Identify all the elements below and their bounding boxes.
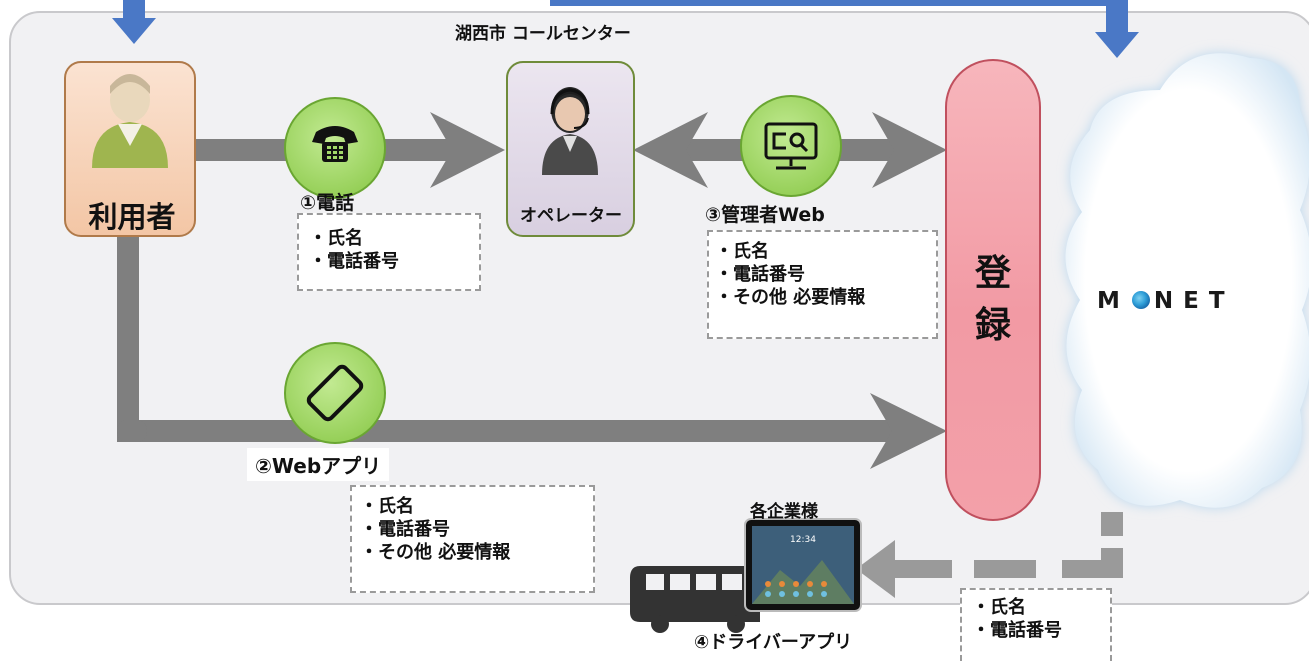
- register-label: 登 録: [946, 248, 1040, 352]
- operator-headset-icon: [542, 87, 598, 175]
- monitor-search-icon: [764, 122, 818, 170]
- register-char-1: 登: [974, 253, 1011, 294]
- field-item: ・電話番号: [972, 620, 1062, 642]
- user-icon: [92, 74, 168, 168]
- admin-channel-label: ③管理者Web: [705, 204, 825, 226]
- field-item: ・氏名: [972, 597, 1026, 618]
- monet-logo-rest: NET: [1153, 288, 1235, 314]
- field-item: ・氏名: [360, 496, 414, 517]
- page-title: 湖西市 コールセンター: [455, 24, 631, 44]
- operator-label: オペレーター: [520, 206, 622, 226]
- register-char-2: 録: [974, 305, 1011, 347]
- cloud-icon: [1065, 53, 1309, 508]
- admin-fields-box: ・氏名 ・電話番号 ・その他 必要情報: [707, 230, 938, 339]
- webapp-circle: [284, 342, 386, 444]
- dashed-arrow: [856, 512, 1123, 598]
- phone-fields-box: ・氏名 ・電話番号: [297, 213, 481, 291]
- tablet-time: 12:34: [790, 535, 816, 545]
- field-item: ・その他 必要情報: [715, 287, 866, 309]
- monet-logo-m: M: [1097, 288, 1130, 314]
- driver-fields-box: ・氏名 ・電話番号: [960, 588, 1112, 661]
- phone-channel-label: ①電話: [300, 192, 355, 214]
- webapp-channel-label: ②Webアプリ: [247, 448, 390, 481]
- field-item: ・電話番号: [309, 251, 399, 273]
- blue-connector: [112, 0, 1139, 58]
- admin-circle: [740, 95, 842, 197]
- driver-channel-label: ④ドライバーアプリ: [694, 632, 853, 653]
- webapp-fields-box: ・氏名 ・電話番号 ・その他 必要情報: [350, 485, 595, 593]
- bus-icon: [630, 566, 760, 633]
- field-item: ・氏名: [309, 228, 363, 249]
- tablet-icon: 12:34: [744, 518, 862, 612]
- monet-globe: [1132, 291, 1150, 309]
- field-item: ・その他 必要情報: [360, 542, 511, 564]
- user-label: 利用者: [88, 200, 176, 234]
- register-node: [945, 59, 1041, 521]
- monet-logo: M NET: [1097, 288, 1235, 314]
- phone-icon: [312, 126, 358, 162]
- field-item: ・氏名: [715, 241, 769, 262]
- field-item: ・電話番号: [360, 519, 450, 541]
- company-label: 各企業様: [750, 502, 818, 522]
- field-item: ・電話番号: [715, 264, 805, 286]
- smartphone-icon: [306, 364, 364, 422]
